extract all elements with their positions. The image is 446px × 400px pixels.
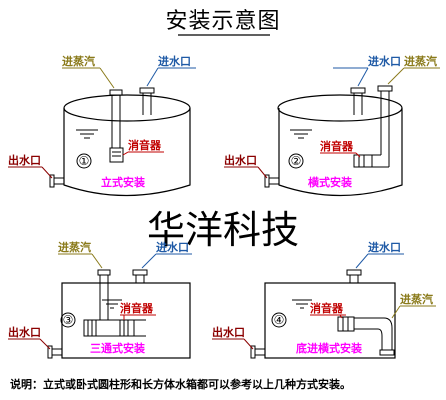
water-inlet-label-3: 进水口 [156,240,189,254]
water-inlet-flange-3 [132,269,148,276]
svg-text:③: ③ [63,313,74,327]
water-inlet-flange-2 [350,87,366,94]
diagram-1-vertical: ① 进蒸汽 进水口 出水口 消音器 立式安装 [8,54,196,197]
steam-label-4: 进蒸汽 [400,292,433,306]
outlet-label-2: 出水口 [224,153,257,167]
tank-3 [61,282,191,359]
install-label-4: 底进横式安装 [296,341,362,355]
silencer-3-left [83,319,97,337]
tank-4 [264,282,396,359]
outlet-1 [49,174,55,188]
silencer-3-right [119,319,135,337]
steam-flange-2 [377,85,393,92]
footer-note: 说明：立式或卧式圆柱形和长方体水箱都可以参考以上几种方式安装。 [10,377,351,391]
svg-text:②: ② [291,154,302,168]
svg-text:①: ① [79,154,90,168]
number-badge-2 [288,153,304,169]
number-badge-3 [60,312,76,328]
tank-1-body [63,108,191,197]
install-label-3: 三通式安装 [90,341,145,355]
diagram-3-tee: ③ 进蒸汽 进水口 出水口 消音器 三通式安装 [8,240,192,359]
silencer-2 [353,154,373,168]
outlet-label-1: 出水口 [8,153,41,167]
outlet-4 [250,345,256,359]
water-inlet-label-2: 进水口 [368,54,401,68]
page-title: 安装示意图 [165,9,280,34]
water-inlet-flange-4 [346,269,362,276]
silencer-1 [109,147,124,163]
silencer-label-3: 消音器 [120,301,154,315]
steam-flange-4 [379,349,395,356]
outlet-label-3: 出水口 [8,325,41,339]
diagram-2-horizontal: ② 进水口 进蒸汽 出水口 消音器 横式安装 [224,54,440,197]
water-inlet-label-1: 进水口 [158,54,191,68]
number-badge-4 [271,312,287,328]
tank-2-top [277,94,403,122]
svg-text:④: ④ [274,313,285,327]
outlet-2 [264,174,270,188]
steam-flange-1 [109,89,123,96]
number-badge-1 [76,153,92,169]
tank-2-body [278,108,403,197]
diagram-4-bottom-horizontal: ④ 进水口 进蒸汽 出水口 消音器 底进横式安装 [212,240,436,359]
steam-flange-3 [97,269,111,276]
outlet-label-4: 出水口 [212,325,245,339]
silencer-label-1: 消音器 [128,138,162,152]
install-label-2: 横式安装 [308,175,352,189]
water-inlet-flange-1 [139,87,155,94]
silencer-label-2: 消音器 [320,139,354,153]
steam-label-1: 进蒸汽 [62,54,95,68]
company-watermark: 华洋科技 [147,208,299,252]
steam-label-2: 进蒸汽 [404,54,437,68]
silencer-4 [337,316,355,332]
install-label-1: 立式安装 [101,175,145,189]
outlet-3 [47,345,53,359]
tank-1-top [63,94,191,122]
silencer-label-4: 消音器 [310,301,344,315]
steam-label-3: 进蒸汽 [58,240,91,254]
water-inlet-label-4: 进水口 [368,240,401,254]
